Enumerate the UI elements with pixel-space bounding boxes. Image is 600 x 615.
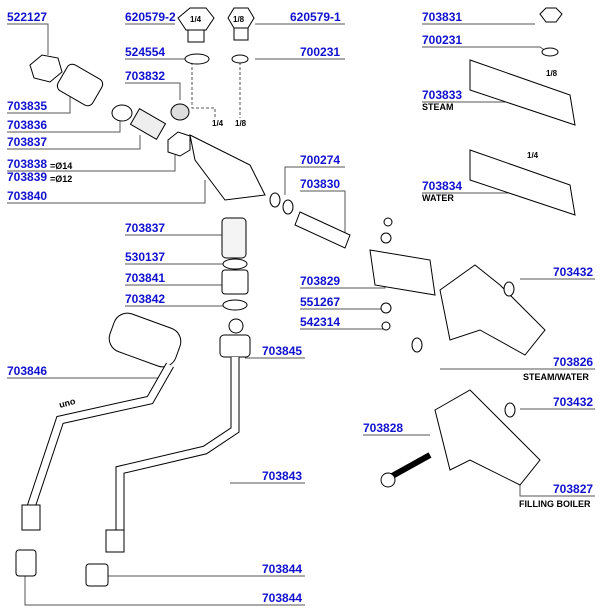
leader-lines bbox=[7, 23, 595, 606]
part-530137[interactable]: 530137 bbox=[125, 250, 166, 264]
gasket-703836 bbox=[111, 104, 133, 122]
nut-522127 bbox=[29, 54, 63, 83]
part-703826[interactable]: 703826 bbox=[553, 355, 594, 369]
fitting-703845 bbox=[219, 334, 251, 358]
part-703846[interactable]: 703846 bbox=[7, 364, 48, 378]
part-620579-1[interactable]: 620579-1 bbox=[290, 10, 341, 24]
steam-water-label: STEAM/WATER bbox=[523, 372, 589, 382]
part-524554[interactable]: 524554 bbox=[125, 45, 166, 59]
part-703837[interactable]: 703837 bbox=[7, 135, 48, 149]
nut-703838 bbox=[167, 131, 191, 157]
part-703837-lower[interactable]: 703837 bbox=[125, 221, 166, 235]
plug-620579-2 bbox=[177, 7, 215, 31]
body-703833 bbox=[469, 59, 576, 126]
part-703828[interactable]: 703828 bbox=[363, 421, 404, 435]
spring-703837b bbox=[221, 217, 247, 259]
fitting-703835 bbox=[56, 63, 104, 107]
part-703830[interactable]: 703830 bbox=[300, 177, 341, 191]
steam-label: STEAM bbox=[422, 102, 454, 112]
part-703839[interactable]: 703839 bbox=[7, 170, 48, 184]
washer-524554 bbox=[184, 53, 210, 65]
part-703844[interactable]: 703844 bbox=[262, 562, 303, 576]
cam-703827 bbox=[434, 389, 541, 486]
parts-art bbox=[15, 7, 576, 587]
part-700231-steam[interactable]: 700231 bbox=[422, 33, 463, 47]
part-700274[interactable]: 700274 bbox=[300, 153, 341, 167]
fork-703829 bbox=[369, 249, 436, 296]
orings-700274 bbox=[282, 199, 294, 215]
part-703836[interactable]: 703836 bbox=[7, 118, 48, 132]
thread-mark: 1/8 bbox=[233, 15, 245, 24]
part-703832[interactable]: 703832 bbox=[125, 69, 166, 83]
part-703827[interactable]: 703827 bbox=[553, 482, 594, 496]
thread-mark: 1/4 bbox=[190, 15, 202, 24]
part-703845[interactable]: 703845 bbox=[262, 344, 303, 358]
spring-703837 bbox=[129, 108, 167, 140]
part-703842[interactable]: 703842 bbox=[125, 292, 166, 306]
part-703831[interactable]: 703831 bbox=[422, 10, 463, 24]
part-703834[interactable]: 703834 bbox=[422, 179, 463, 193]
thread-mark: 1/8 bbox=[235, 119, 247, 128]
filling-boiler-label: FILLING BOILER bbox=[519, 499, 591, 509]
thread-mark: 1/8 bbox=[546, 69, 558, 78]
diameter-12-note: =Ø12 bbox=[50, 174, 73, 184]
body-703840 bbox=[189, 134, 266, 201]
cam-703826 bbox=[439, 264, 546, 356]
part-551267[interactable]: 551267 bbox=[300, 295, 341, 309]
part-703843[interactable]: 703843 bbox=[262, 469, 303, 483]
insert-703832 bbox=[170, 103, 190, 121]
part-703844-second[interactable]: 703844 bbox=[262, 591, 303, 605]
thread-mark: 1/4 bbox=[527, 151, 539, 160]
nut-703844a bbox=[15, 549, 37, 577]
thread-mark: 1/4 bbox=[212, 119, 224, 128]
part-703840[interactable]: 703840 bbox=[7, 189, 48, 203]
part-703833[interactable]: 703833 bbox=[422, 88, 463, 102]
part-703432-lower[interactable]: 703432 bbox=[553, 395, 594, 409]
plug-703831 bbox=[539, 7, 563, 23]
part-542314[interactable]: 542314 bbox=[300, 315, 341, 329]
shaft-703830 bbox=[294, 211, 351, 249]
washer-700231 bbox=[231, 54, 249, 64]
part-703838[interactable]: 703838 bbox=[7, 157, 48, 171]
part-703841[interactable]: 703841 bbox=[125, 271, 166, 285]
part-703829[interactable]: 703829 bbox=[300, 274, 341, 288]
water-label: WATER bbox=[422, 193, 454, 203]
nut-703844b bbox=[85, 563, 109, 587]
part-700231[interactable]: 700231 bbox=[300, 45, 341, 59]
diameter-14-note: =Ø14 bbox=[50, 161, 73, 171]
part-703432[interactable]: 703432 bbox=[553, 265, 594, 279]
part-620579-2[interactable]: 620579-2 bbox=[125, 10, 176, 24]
pipe-marking: uno bbox=[58, 396, 77, 410]
part-522127[interactable]: 522127 bbox=[7, 10, 48, 24]
body-703834 bbox=[469, 149, 576, 216]
pipe-703843 bbox=[115, 357, 240, 540]
part-703835[interactable]: 703835 bbox=[7, 99, 48, 113]
fitting-703846 bbox=[108, 312, 182, 368]
